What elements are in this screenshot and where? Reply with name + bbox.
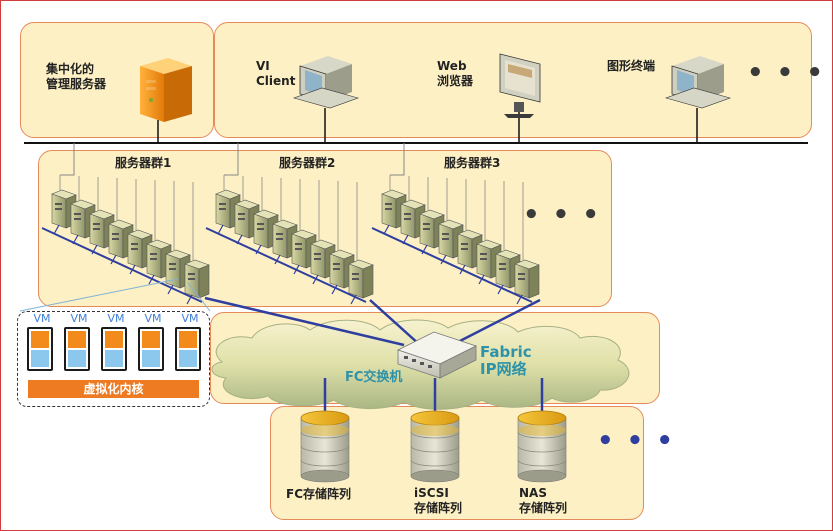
web-browser-label: Web 浏览器 [437, 59, 474, 88]
more-storage-indicator: • • • [597, 426, 675, 456]
nas-storage-array-label: NAS 存储阵列 [519, 486, 568, 515]
server-icon [184, 259, 210, 305]
fabric-ip-network-label: Fabric IP网络 [480, 343, 532, 378]
server-group-3-label: 服务器群3 [444, 156, 501, 170]
nas-storage-disk-icon [517, 410, 567, 483]
vm-2: VM [64, 312, 94, 371]
fc-storage-array-label: FC存储阵列 [286, 487, 352, 501]
more-clients-indicator: • • • [747, 58, 825, 88]
server-group-2-label: 服务器群2 [279, 156, 336, 170]
vm-1: VM [27, 312, 57, 371]
fc-switch-icon [396, 331, 478, 379]
client-drop-lines [157, 108, 698, 143]
web-browser-monitor-icon [499, 53, 541, 118]
vm-4: VM [138, 312, 168, 371]
vm-label: VM [144, 312, 162, 325]
server-group-1-rack [41, 175, 210, 305]
vm-3: VM [101, 312, 131, 371]
graphic-terminal-monitor-icon [665, 56, 731, 109]
server-group-1-label: 服务器群1 [115, 156, 172, 170]
server-icon [514, 259, 540, 305]
vm-label: VM [33, 312, 51, 325]
server-icon [457, 229, 483, 275]
vi-client-label: VI Client [256, 59, 296, 88]
vm-5: VM [175, 312, 205, 371]
fc-switch-label: FC交换机 [345, 370, 403, 385]
vm-icon [64, 327, 90, 371]
zoom-lines [19, 278, 211, 312]
vi-client-monitor-icon [293, 56, 359, 109]
vm-label: VM [70, 312, 88, 325]
iscsi-storage-disk-icon [410, 410, 460, 483]
fc-storage-disk-icon [300, 410, 350, 483]
vm-label: VM [107, 312, 125, 325]
server-group-3-rack [371, 175, 540, 305]
vm-icon [175, 327, 201, 371]
storage-disks [300, 410, 567, 483]
management-server-icon [140, 58, 192, 122]
vm-icon [138, 327, 164, 371]
network-links [204, 296, 544, 420]
virtualization-box: VM VM VM VM VM 虚拟化内核 [17, 311, 210, 407]
iscsi-storage-array-label: iSCSI 存储阵列 [414, 486, 463, 515]
server-icon [348, 259, 374, 305]
vm-icon [27, 327, 53, 371]
management-server-label: 集中化的 管理服务器 [46, 62, 107, 91]
vm-icon [101, 327, 127, 371]
vm-label: VM [181, 312, 199, 325]
more-server-groups-indicator: • • • [523, 200, 601, 230]
server-racks [41, 175, 540, 305]
group-drop-lines [60, 143, 405, 176]
server-group-2-rack [205, 175, 374, 305]
graphic-terminal-label: 图形终端 [607, 59, 656, 73]
virtualization-kernel-label: 虚拟化内核 [28, 380, 199, 398]
